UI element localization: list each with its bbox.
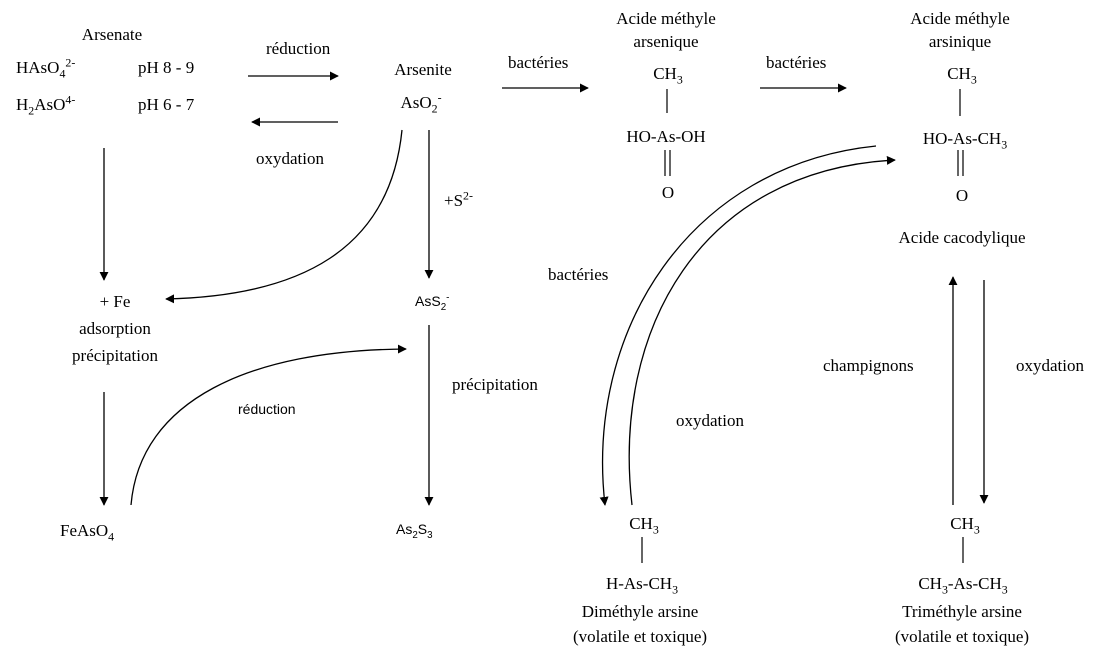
feaso4-formula: FeAsO4	[60, 521, 115, 544]
arsenate-title: Arsenate	[81, 25, 143, 44]
methylarsenic-ch3: CH3	[653, 64, 683, 87]
methylarsenic-oxygen: O	[661, 183, 675, 202]
trimethyl-ch3: CH3	[950, 514, 980, 537]
arsenite-formula: AsO2-	[400, 90, 442, 116]
label-champignons: champignons	[823, 356, 914, 375]
trimethyl-note: (volatile et toxique)	[894, 627, 1030, 646]
dimethyl-name: Diméthyle arsine	[581, 602, 699, 621]
arrow-dimethyl-to-methylarsinic	[628, 155, 896, 506]
arrow-arsenite-to-fe	[165, 129, 403, 304]
methylarsenic-name1: Acide méthyle	[616, 9, 716, 28]
fe-line3: précipitation	[72, 346, 158, 365]
label-bacteria-2: bactéries	[766, 53, 827, 72]
label-precipitation: précipitation	[452, 375, 538, 394]
label-oxydation-left: oxydation	[256, 149, 324, 168]
label-oxydation-right: oxydation	[1016, 356, 1084, 375]
as2s3-formula: As2S3	[396, 521, 433, 541]
label-oxydation-mid: oxydation	[676, 411, 744, 430]
methylarsinic-name1: Acide méthyle	[910, 9, 1010, 28]
dimethyl-core: H-As-CH3	[605, 574, 679, 597]
methylarsinic-ch3: CH3	[947, 64, 977, 87]
h2asO4-ph: pH 6 - 7	[138, 95, 195, 114]
methylarsinic-core: HO-As-CH3	[922, 129, 1008, 152]
methylarsinic-alias: Acide cacodylique	[898, 228, 1026, 247]
arsenite-title: Arsenite	[394, 60, 452, 79]
hasO4-ph: pH 8 - 9	[138, 58, 195, 77]
methylarsinic-oxygen: O	[955, 186, 969, 205]
methylarsinic-name2: arsinique	[928, 32, 992, 51]
label-bacteria-1: bactéries	[508, 53, 569, 72]
ass2-formula: AsS2-	[415, 292, 450, 313]
label-reduction-curve: réduction	[238, 401, 296, 417]
label-bacteria-3: bactéries	[548, 265, 609, 284]
trimethyl-core: CH3-As-CH3	[918, 574, 1008, 597]
label-reduction-top: réduction	[266, 39, 331, 58]
trimethyl-name: Triméthyle arsine	[902, 602, 1022, 621]
dimethyl-note: (volatile et toxique)	[572, 627, 708, 646]
label-sulfide: +S2-	[444, 188, 473, 210]
methylarsenic-core: HO-As-OH	[626, 127, 706, 146]
h2asO4-formula: H2AsO4-	[16, 92, 76, 118]
arrow-methylarsinic-to-dimethyl	[599, 145, 877, 506]
fe-line1: + Fe	[99, 292, 131, 311]
arrow-feaso4-to-ass2	[130, 344, 407, 506]
dimethyl-ch3: CH3	[629, 514, 659, 537]
methylarsenic-name2: arsenique	[633, 32, 699, 51]
hasO4-formula: HAsO42-	[16, 55, 76, 81]
fe-line2: adsorption	[79, 319, 151, 338]
